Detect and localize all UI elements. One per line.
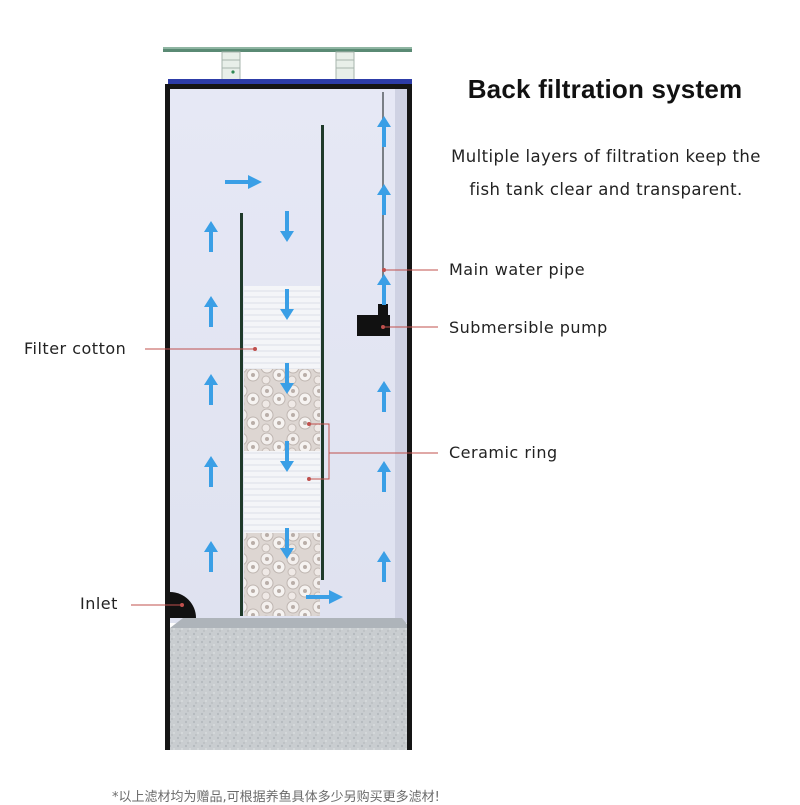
flow-arrow-up-11 <box>377 116 391 147</box>
flow-arrow-up-3 <box>204 374 218 405</box>
flow-arrow-up-2 <box>204 296 218 327</box>
filter-cotton-middle <box>244 451 320 533</box>
subtitle-line-2: fish tank clear and transparent. <box>469 180 743 199</box>
flow-arrow-up-16 <box>377 551 391 582</box>
tank-side-shade <box>395 88 410 623</box>
flow-arrow-up-13 <box>377 274 391 305</box>
label-inlet: Inlet <box>80 594 118 613</box>
diagram-subtitle: Multiple layers of filtration keep the f… <box>438 140 774 206</box>
lid-connector-left <box>221 51 241 81</box>
flow-arrow-up-1 <box>204 221 218 252</box>
leader-ceramic-ring <box>309 423 330 480</box>
ceramic-ring-layer-2 <box>244 533 320 616</box>
label-submersible-pump: Submersible pump <box>449 318 608 337</box>
label-filter-cotton: Filter cotton <box>24 339 127 358</box>
filter-cotton-top <box>244 286 320 369</box>
flow-arrow-down-7 <box>280 289 294 320</box>
flow-arrow-up-15 <box>377 461 391 492</box>
flow-arrow-down-6 <box>280 211 294 242</box>
flow-arrow-right-18 <box>306 590 343 604</box>
label-ceramic-ring: Ceramic ring <box>449 443 558 462</box>
flow-arrow-down-10 <box>280 528 294 559</box>
gravel-base <box>170 618 410 750</box>
flow-arrow-up-5 <box>204 541 218 572</box>
diagram-title: Back filtration system <box>467 74 743 104</box>
flow-arrow-up-4 <box>204 456 218 487</box>
flow-arrow-up-14 <box>377 381 391 412</box>
partition-left <box>240 213 243 616</box>
flow-arrows <box>204 116 391 604</box>
partition-right <box>321 125 324 580</box>
tank-top-rim <box>168 79 412 88</box>
submersible-pump <box>357 304 390 336</box>
label-main-water-pipe: Main water pipe <box>449 260 586 279</box>
footnote: *以上滤材均为赠品,可根据养鱼具体多少另购买更多滤材! <box>112 790 440 805</box>
flow-arrow-up-12 <box>377 184 391 215</box>
ceramic-ring-layer-1 <box>244 369 320 451</box>
flow-arrow-right-17 <box>225 175 262 189</box>
tank-frame <box>165 84 412 750</box>
flow-arrow-down-8 <box>280 363 294 394</box>
flow-arrow-down-9 <box>280 441 294 472</box>
lid-connector-right <box>335 51 355 81</box>
tank-lid <box>163 47 412 52</box>
leader-lines <box>131 269 438 606</box>
subtitle-line-1: Multiple layers of filtration keep the <box>451 147 761 166</box>
leader-dots <box>180 268 386 607</box>
